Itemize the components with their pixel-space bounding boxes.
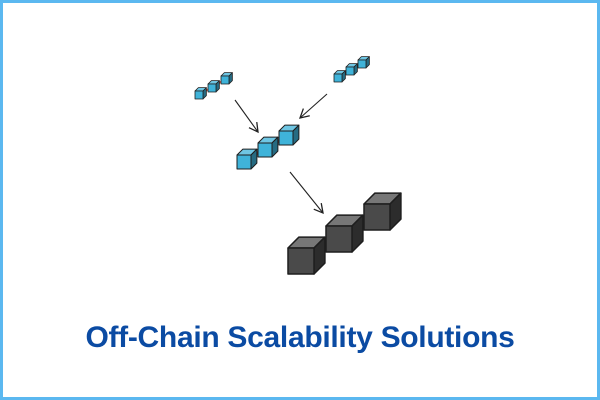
cube-front-face <box>207 83 217 93</box>
page-title: Off-Chain Scalability Solutions <box>85 321 515 354</box>
arrow-merged-to-main <box>289 171 324 215</box>
arrow-head-icon <box>248 121 259 134</box>
arrow-right-to-merged <box>298 93 328 119</box>
arrow-head-icon <box>298 108 310 119</box>
arrow-head-icon <box>313 203 324 215</box>
cube-front-face <box>220 75 230 85</box>
cube-front-face <box>236 154 252 170</box>
cube-front-face <box>287 247 315 275</box>
main-chain <box>287 192 402 275</box>
side-chain-right <box>333 56 370 83</box>
cube-front-face <box>345 66 355 76</box>
merged-chain <box>236 124 300 170</box>
cube-front-face <box>325 225 353 253</box>
side-chain-left <box>194 72 233 100</box>
arrow-left-to-merged <box>234 99 259 134</box>
cube-front-face <box>278 130 294 146</box>
cube-front-face <box>257 142 273 158</box>
cube-front-face <box>357 59 367 69</box>
cube-front-face <box>363 203 391 231</box>
cube-front-face <box>194 90 204 100</box>
blockchain-illustration <box>194 56 402 275</box>
cube-front-face <box>333 73 343 83</box>
